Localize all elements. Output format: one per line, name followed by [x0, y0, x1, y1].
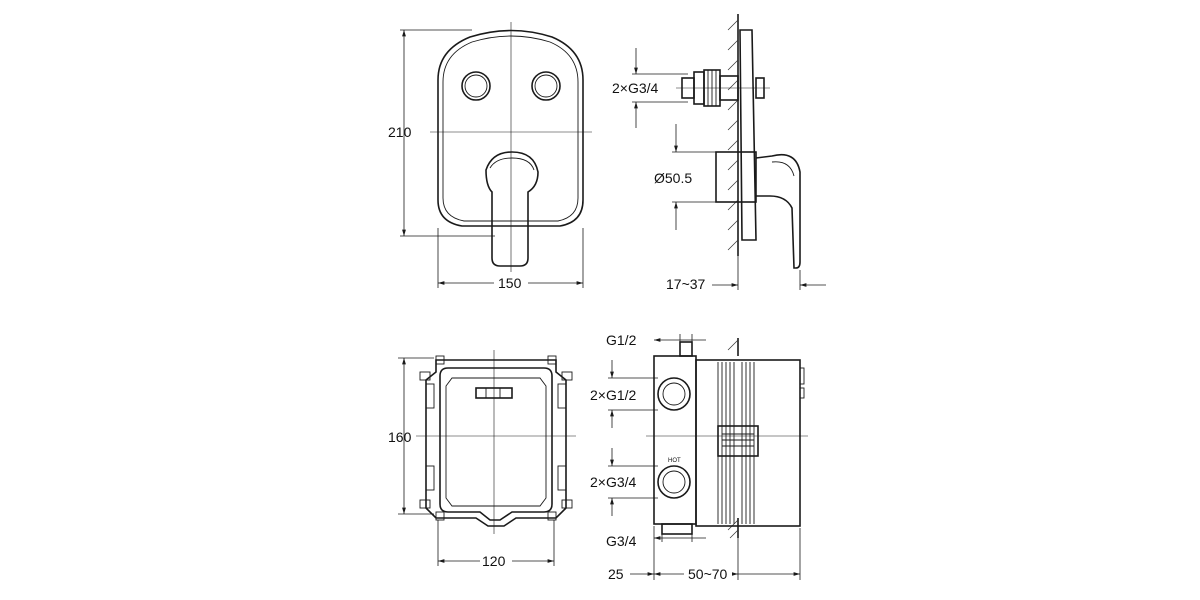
dim-bottom-port: G3/4 [606, 533, 637, 549]
dim-height-160: 160 [388, 429, 412, 445]
dim-front-25: 25 [608, 566, 624, 582]
trim-side-view: 2×G3/4 Ø50.5 17~37 [612, 14, 826, 292]
dim-upper-ports: 2×G1/2 [590, 387, 637, 403]
dim-width-150: 150 [498, 275, 522, 291]
dim-depth-50-70: 50~70 [688, 566, 728, 582]
right-button [531, 71, 561, 101]
lower-port [657, 465, 691, 499]
dim-diameter-50-5: Ø50.5 [654, 170, 692, 186]
lever-handle [485, 151, 539, 267]
box-side-view: HOT G1/2 2×G1/2 2×G3/4 G3/4 25 [590, 332, 808, 583]
hot-marking: HOT [668, 458, 681, 464]
clip [717, 425, 759, 457]
lug [435, 355, 445, 365]
dim-top-port: G1/2 [606, 332, 637, 348]
top-port [679, 341, 693, 357]
trim-front-view: 210 150 [388, 22, 592, 292]
left-button [461, 71, 491, 101]
dim-lower-ports: 2×G3/4 [590, 474, 637, 490]
dim-wall-17-37: 17~37 [666, 276, 706, 292]
trim-plate-inner [442, 35, 579, 222]
box-front-view: 160 120 [388, 350, 576, 570]
dim-height-210: 210 [388, 124, 412, 140]
bottom-port [661, 523, 693, 535]
dim-width-120: 120 [482, 553, 506, 569]
trim-plate-outline [437, 29, 584, 227]
upper-port [657, 377, 691, 411]
dim-inlet-2xG34: 2×G3/4 [612, 80, 659, 96]
